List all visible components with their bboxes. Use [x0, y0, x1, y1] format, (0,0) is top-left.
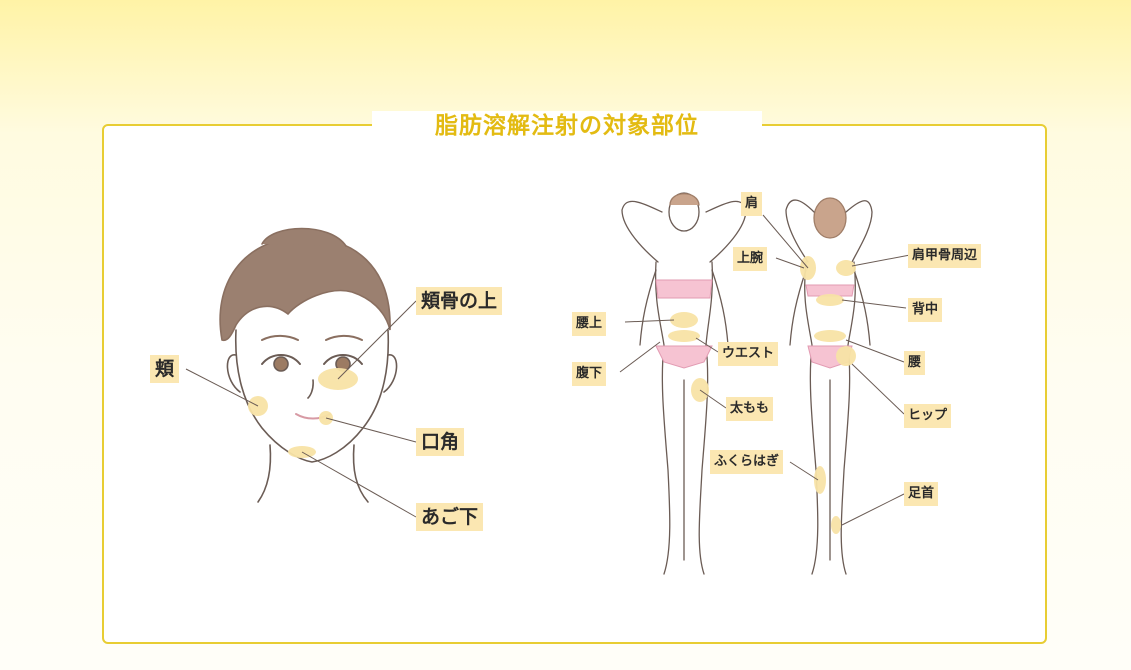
label-hip: ヒップ [904, 404, 952, 428]
lower-back-zone [814, 330, 846, 342]
label-lower-abdomen: 腹下 [572, 362, 607, 386]
hair [219, 236, 391, 342]
label-under-chin: あご下 [416, 503, 484, 531]
face-leader-lines [185, 300, 417, 518]
label-ankle: 足首 [904, 482, 939, 506]
label-shoulder: 肩 [741, 192, 763, 216]
back-body-zones [800, 256, 856, 534]
face-zones [248, 368, 358, 458]
label-cheek: 頬 [150, 355, 180, 383]
label-lower-back: 腰 [904, 351, 926, 375]
page-title: 脂肪溶解注射の対象部位 [372, 111, 762, 141]
front-bottom-underwear [655, 345, 713, 369]
label-cheekbone: 頬骨の上 [416, 287, 503, 315]
back-top-underwear [805, 284, 855, 297]
front-body-illustration [621, 192, 747, 575]
lower-abdomen-zone [668, 330, 700, 342]
label-back: 背中 [908, 298, 943, 322]
label-mouth-corner: 口角 [416, 428, 465, 456]
ankle-zone [831, 516, 841, 534]
back-zone [816, 294, 844, 306]
label-thigh: 太もも [726, 397, 774, 421]
face-outline [234, 329, 390, 463]
hip-zone [836, 346, 856, 366]
upper-waist-zone [670, 312, 698, 328]
label-waist: ウエスト [718, 342, 779, 366]
back-body-illustration [785, 197, 873, 575]
calf-zone [814, 466, 826, 494]
label-upper-arm: 上腕 [733, 247, 768, 271]
body-leader-lines [619, 214, 911, 526]
scapula-zone [836, 260, 856, 276]
label-scapula: 肩甲骨周辺 [908, 244, 982, 268]
label-calf: ふくらはぎ [710, 450, 784, 474]
front-top-underwear [655, 279, 713, 299]
face-illustration [219, 227, 398, 503]
label-upper-waist: 腰上 [572, 312, 607, 336]
